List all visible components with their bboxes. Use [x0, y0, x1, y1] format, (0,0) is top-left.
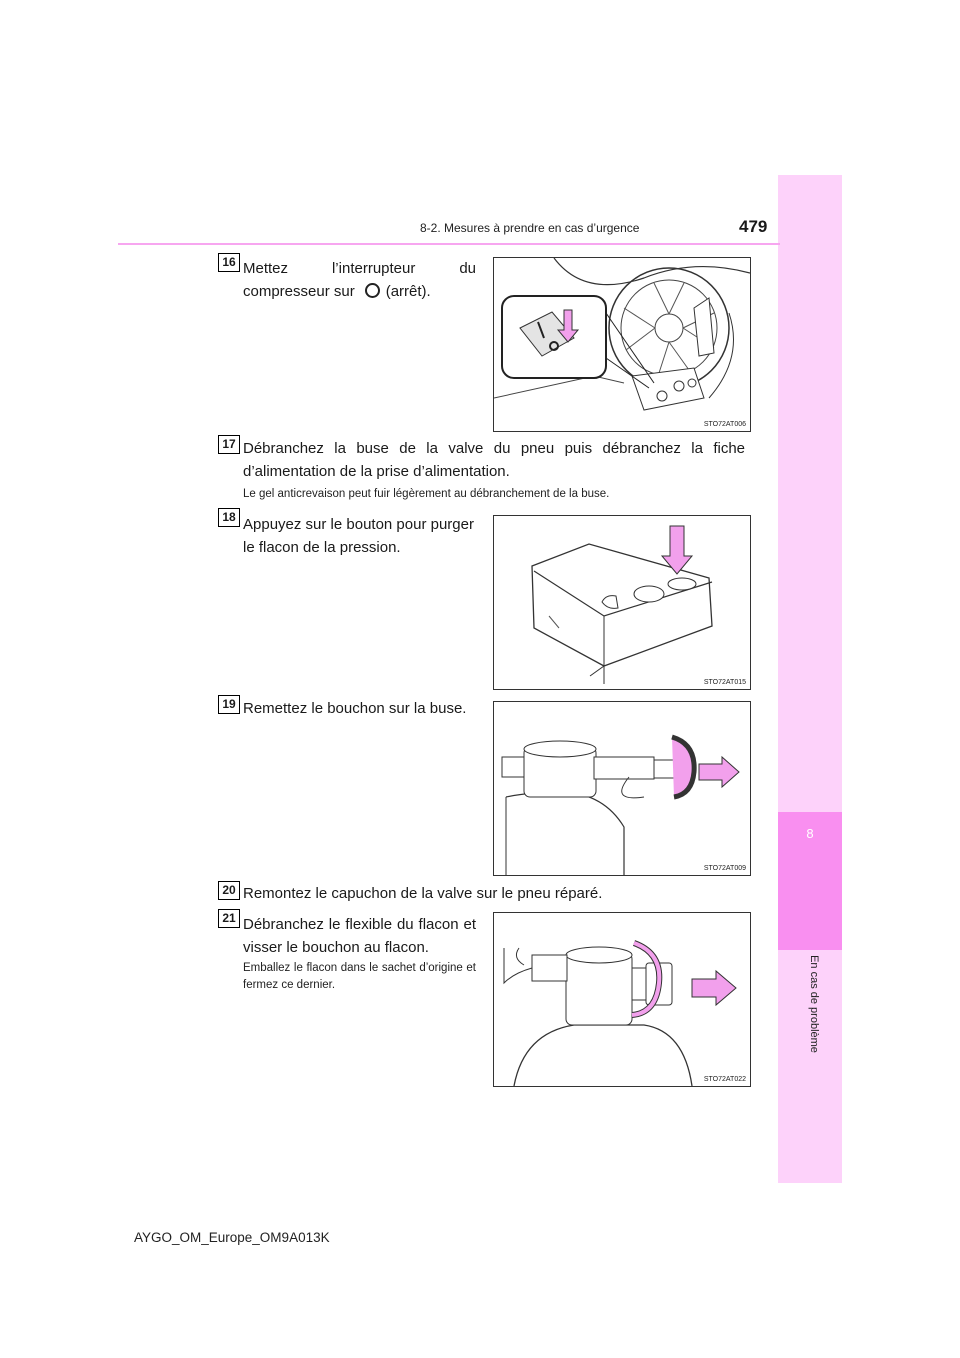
- section-title: 8-2. Mesures à prendre en cas d’urgence: [420, 221, 640, 235]
- figure-code: STO72AT022: [703, 1076, 746, 1083]
- step-16-text-b: (arrêt).: [385, 283, 431, 300]
- step-20-text: Remontez le capuchon de la valve sur le …: [243, 885, 603, 902]
- step-19-text: Remettez le bouchon sur la buse.: [243, 700, 467, 717]
- figure-code: STO72AT015: [703, 679, 746, 686]
- figure-bottle-cap: STO72AT022: [493, 912, 751, 1087]
- chapter-label: En cas de problème: [808, 955, 820, 1053]
- document-code: AYGO_OM_Europe_OM9A013K: [134, 1230, 330, 1245]
- step-number-18: 18: [218, 508, 240, 527]
- compressor-button-illustration: [531, 525, 713, 684]
- step-16-text-a: Mettez l’interrupteur du compresseur sur: [243, 260, 476, 300]
- chapter-number: 8: [806, 826, 814, 841]
- step-17-text: Débranchez la buse de la valve du pneu p…: [243, 440, 745, 480]
- compressor-switch-illustration: [494, 258, 750, 411]
- page-number: 479: [739, 217, 768, 236]
- figure-code: STO72AT006: [703, 421, 746, 428]
- step-number-16: 16: [218, 253, 240, 272]
- step-21-text: Débranchez le flexible du flacon et viss…: [243, 916, 476, 956]
- step-number-21: 21: [218, 909, 240, 928]
- step-18-text: Appuyez sur le bouton pour purger le fla…: [243, 516, 474, 556]
- step-number-19: 19: [218, 695, 240, 714]
- nozzle-cap-illustration: [501, 734, 740, 875]
- step-number-20: 20: [218, 881, 240, 900]
- step-17-note: Le gel anticrevaison peut fuir légèremen…: [243, 488, 610, 500]
- step-number-17: 17: [218, 435, 240, 454]
- bottle-cap-illustration: [503, 940, 737, 1086]
- chapter-side-tab: [778, 175, 842, 1183]
- chapter-label-block: En cas de problème: [790, 950, 830, 1080]
- step-21-note: Emballez le flacon dans le sachet d’orig…: [243, 962, 476, 991]
- off-circle-icon: [364, 283, 380, 298]
- step-16-text: Mettez l’interrupteur du compresseur sur…: [243, 257, 476, 303]
- figure-compressor-switch: STO72AT006: [493, 257, 751, 432]
- figure-nozzle-cap: STO72AT009: [493, 701, 751, 876]
- figure-compressor-button: STO72AT015: [493, 515, 751, 690]
- figure-code: STO72AT009: [703, 865, 746, 872]
- chapter-number-block: 8: [778, 812, 842, 950]
- header-rule: [118, 243, 780, 245]
